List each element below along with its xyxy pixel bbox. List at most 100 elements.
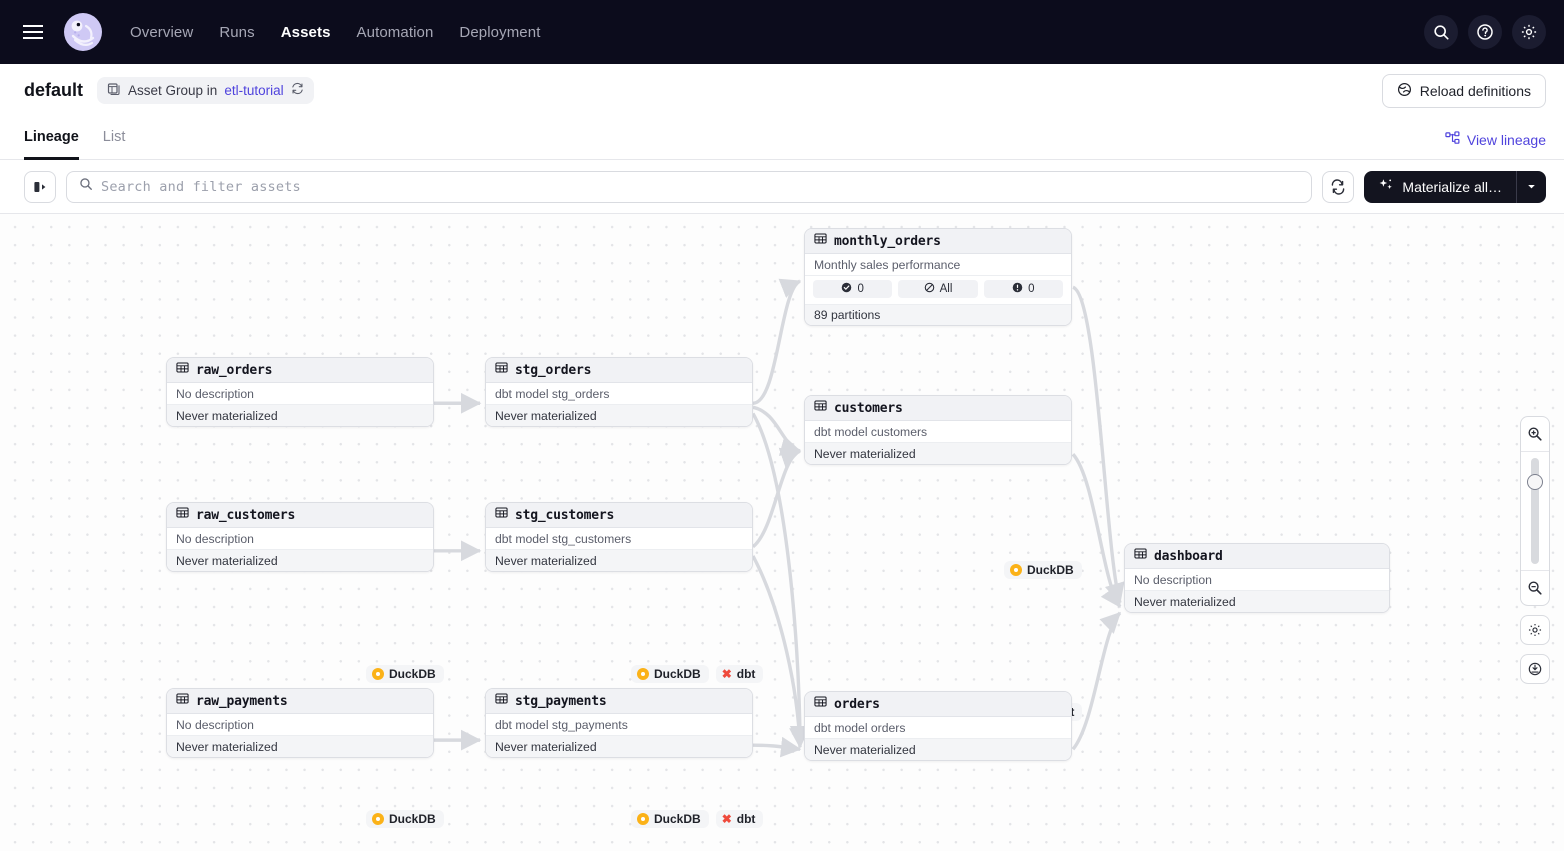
- dagster-logo[interactable]: [62, 11, 104, 53]
- asset-node-orders[interactable]: orders dbt model orders Never materializ…: [804, 691, 1072, 761]
- exclamation-circle-icon: [1012, 282, 1023, 296]
- asset-node-status: Never materialized: [486, 405, 752, 426]
- zoom-in-icon[interactable]: [1521, 417, 1549, 451]
- asset-node-customers[interactable]: customers dbt model customers Never mate…: [804, 395, 1072, 465]
- zoom-slider[interactable]: [1521, 451, 1549, 571]
- nav-links: Overview Runs Assets Automation Deployme…: [130, 24, 540, 41]
- table-icon: [495, 506, 508, 524]
- asset-node-status: Never materialized: [486, 736, 752, 757]
- asset-node-status: Never materialized: [486, 550, 752, 571]
- asset-node-status: Never materialized: [1125, 591, 1389, 612]
- stat-chip-missing[interactable]: All: [898, 280, 978, 298]
- tag-label: DuckDB: [389, 812, 436, 826]
- stat-value: 0: [1028, 283, 1035, 295]
- reload-definitions-button[interactable]: Reload definitions: [1381, 74, 1546, 108]
- tab-list[interactable]: List: [102, 128, 126, 145]
- asset-node-header: raw_customers: [167, 503, 433, 528]
- tag-dbt[interactable]: ✖ dbt: [715, 665, 764, 683]
- slash-circle-icon: [924, 282, 935, 296]
- asset-group-prefix: Asset Group in: [128, 82, 218, 98]
- refresh-graph-button[interactable]: [1322, 170, 1355, 203]
- asset-node-monthly_orders[interactable]: monthly_orders Monthly sales performance…: [804, 228, 1072, 326]
- tag-duckdb[interactable]: DuckDB: [1004, 561, 1082, 579]
- table-icon: [176, 506, 189, 524]
- table-icon: [176, 692, 189, 710]
- tag-duckdb[interactable]: DuckDB: [366, 810, 444, 828]
- asset-node-header: orders: [805, 692, 1071, 717]
- asset-node-stg_orders[interactable]: stg_orders dbt model stg_orders Never ma…: [485, 357, 753, 427]
- duckdb-icon: [372, 813, 384, 825]
- lineage-icon: [1445, 131, 1460, 149]
- nav-link-runs[interactable]: Runs: [219, 23, 255, 41]
- asset-group-icon: [107, 82, 121, 99]
- fit-to-screen-icon[interactable]: [1520, 654, 1550, 684]
- asset-node-status: Never materialized: [167, 405, 433, 426]
- tag-label: dbt: [736, 667, 756, 681]
- asset-node-status: Never materialized: [805, 739, 1071, 760]
- panel-toggle-icon[interactable]: [24, 170, 56, 203]
- asset-node-header: raw_orders: [167, 358, 433, 383]
- help-icon[interactable]: [1468, 15, 1502, 49]
- refresh-icon[interactable]: [291, 82, 304, 98]
- materialize-all-button[interactable]: Materialize all…: [1364, 170, 1516, 203]
- asset-node-header: dashboard: [1125, 544, 1389, 569]
- asset-node-raw_customers[interactable]: raw_customers No description Never mater…: [166, 502, 434, 572]
- graph-toolbar: Materialize all…: [0, 160, 1564, 214]
- table-icon: [495, 692, 508, 710]
- table-icon: [176, 361, 189, 379]
- stat-value: All: [939, 283, 953, 295]
- nav-link-deployment[interactable]: Deployment: [459, 23, 541, 41]
- zoom-slider-handle[interactable]: [1527, 474, 1543, 490]
- asset-node-description: dbt model stg_payments: [486, 714, 752, 736]
- settings-gear-icon[interactable]: [1512, 15, 1546, 49]
- materialize-all-label: Materialize all…: [1402, 178, 1502, 195]
- tag-duckdb[interactable]: DuckDB: [366, 665, 444, 683]
- asset-node-header: stg_payments: [486, 689, 752, 714]
- asset-node-stg_payments[interactable]: stg_payments dbt model stg_payments Neve…: [485, 688, 753, 758]
- asset-node-description: dbt model orders: [805, 717, 1071, 739]
- lineage-canvas[interactable]: monthly_orders Monthly sales performance…: [0, 214, 1564, 851]
- nav-link-overview[interactable]: Overview: [130, 23, 194, 41]
- tag-label: DuckDB: [1027, 563, 1074, 577]
- hamburger-icon[interactable]: [16, 15, 50, 49]
- dbt-icon: ✖: [721, 667, 732, 681]
- table-icon: [814, 232, 827, 250]
- search-input[interactable]: [101, 171, 1300, 202]
- tag-duckdb[interactable]: DuckDB: [631, 810, 709, 828]
- nav-link-assets[interactable]: Assets: [280, 23, 331, 41]
- asset-node-description: No description: [167, 528, 433, 550]
- table-icon: [814, 695, 827, 713]
- asset-tags-monthly_orders: DuckDB: [1004, 561, 1082, 579]
- stat-chip-failed[interactable]: 0: [983, 280, 1063, 298]
- asset-node-description: No description: [167, 383, 433, 405]
- tag-dbt[interactable]: ✖ dbt: [715, 810, 764, 828]
- stat-value: 0: [857, 283, 864, 295]
- chevron-down-icon[interactable]: [1516, 170, 1546, 203]
- zoom-controls: [1520, 416, 1550, 684]
- asset-node-stg_customers[interactable]: stg_customers dbt model stg_customers Ne…: [485, 502, 753, 572]
- search-field-wrapper[interactable]: [66, 170, 1313, 203]
- graph-settings-gear-icon[interactable]: [1520, 615, 1550, 645]
- view-lineage-link[interactable]: View lineage: [1445, 131, 1546, 149]
- asset-node-partitions-footer: 89 partitions: [805, 304, 1071, 325]
- tag-duckdb[interactable]: DuckDB: [631, 665, 709, 683]
- nav-link-automation[interactable]: Automation: [356, 23, 434, 41]
- asset-node-raw_orders[interactable]: raw_orders No description Never material…: [166, 357, 434, 427]
- asset-group-link[interactable]: etl-tutorial: [224, 82, 284, 98]
- search-icon[interactable]: [1424, 15, 1458, 49]
- asset-node-description: Monthly sales performance: [805, 254, 1071, 276]
- asset-node-partition-stats: 0 All 0: [805, 276, 1071, 304]
- asset-node-description: No description: [167, 714, 433, 736]
- asset-group-chip[interactable]: Asset Group in etl-tutorial: [97, 76, 314, 104]
- duckdb-icon: [637, 668, 649, 680]
- reload-definitions-label: Reload definitions: [1419, 83, 1531, 99]
- table-icon: [1134, 547, 1147, 565]
- asset-node-name: stg_customers: [515, 507, 615, 523]
- zoom-out-icon[interactable]: [1521, 571, 1549, 605]
- tab-lineage[interactable]: Lineage: [24, 116, 79, 160]
- zoom-slider-track: [1531, 458, 1539, 564]
- asset-node-dashboard[interactable]: dashboard No description Never materiali…: [1124, 543, 1390, 613]
- asset-node-raw_payments[interactable]: raw_payments No description Never materi…: [166, 688, 434, 758]
- stat-chip-materialized[interactable]: 0: [813, 280, 893, 298]
